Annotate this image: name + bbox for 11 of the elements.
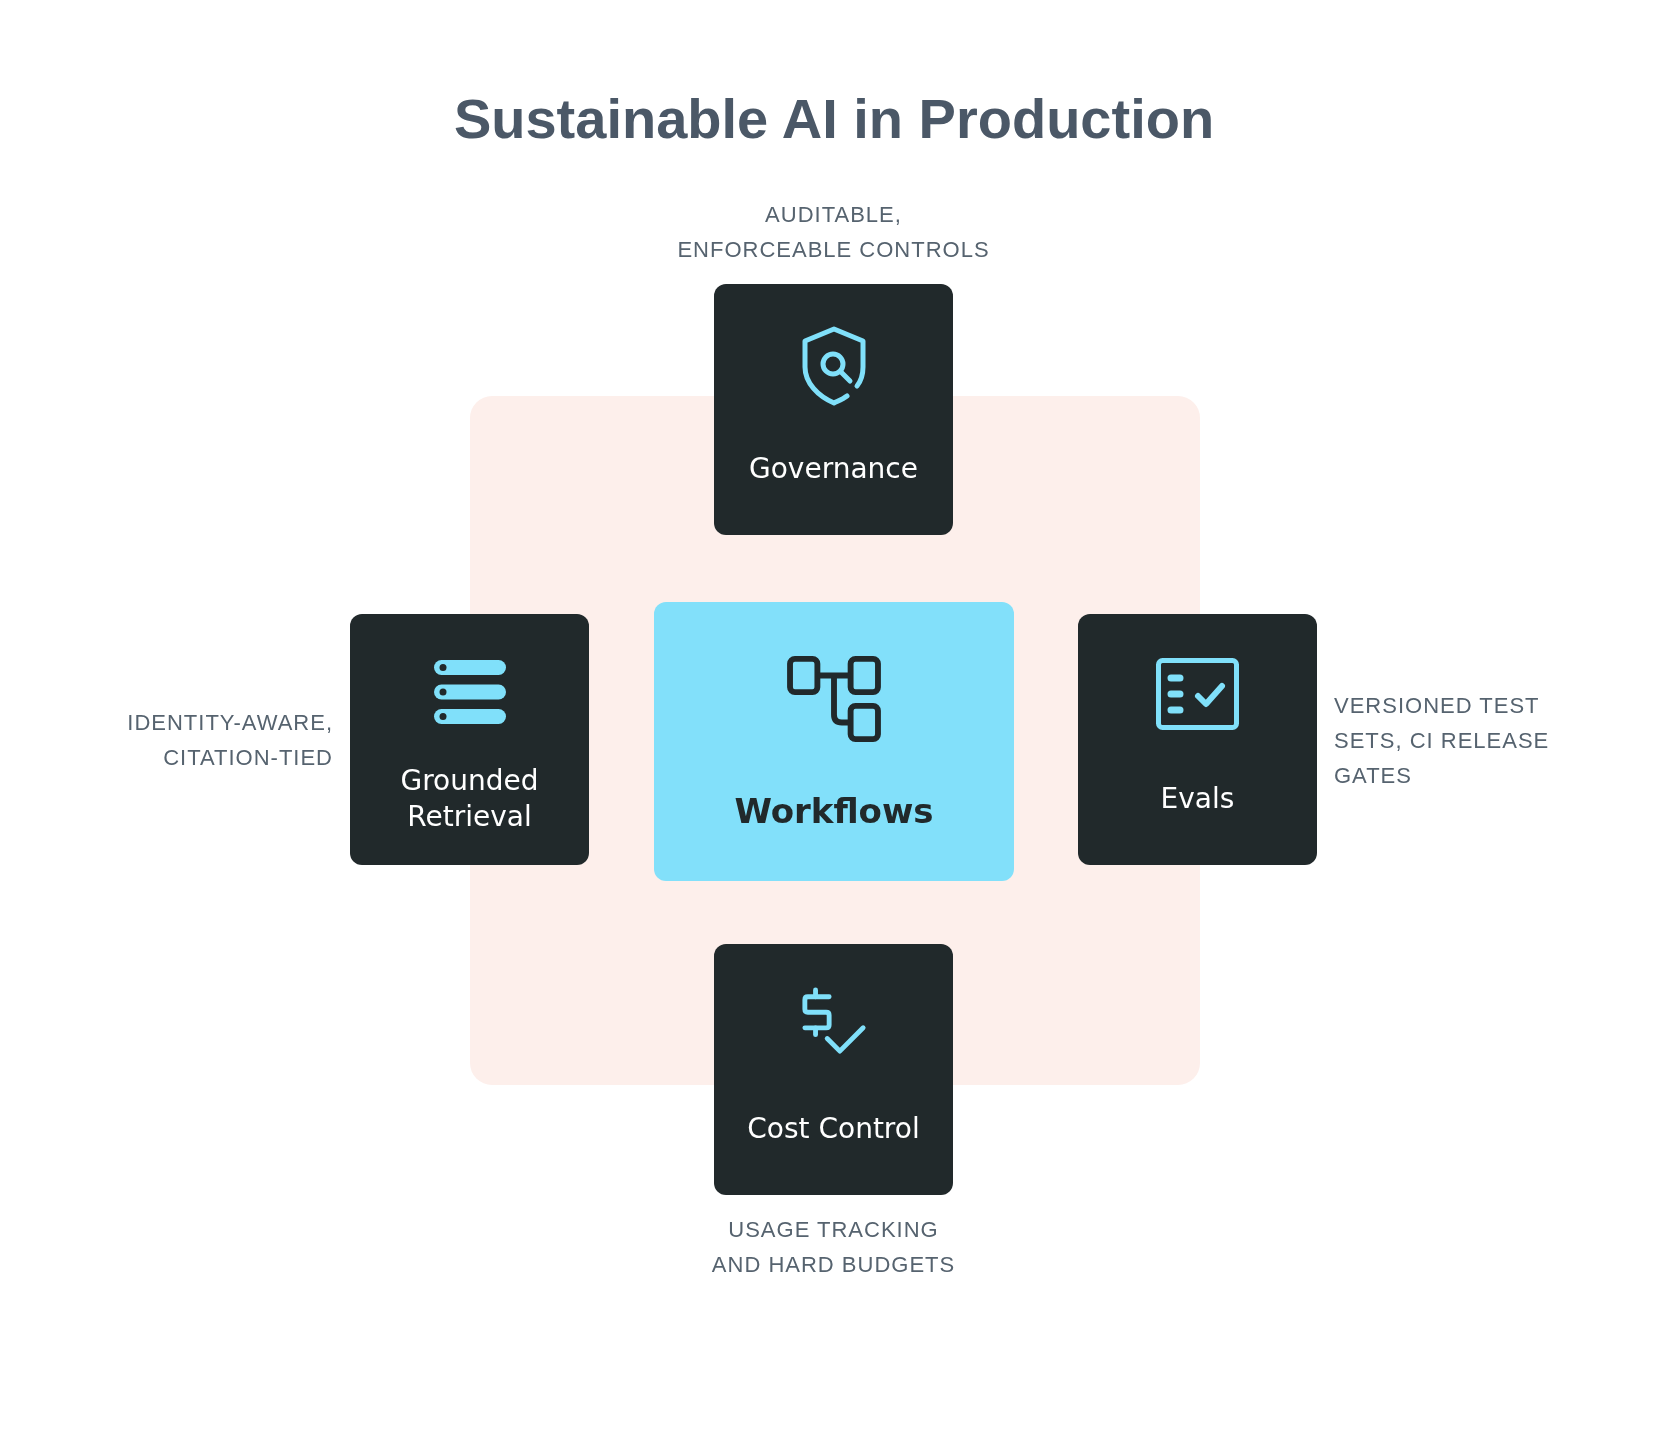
card-title: Governance (749, 451, 918, 487)
card-title: Evals (1160, 781, 1235, 817)
card-title: Grounded Retrieval (399, 763, 540, 835)
caption-text: USAGE TRACKING AND HARD BUDGETS (711, 1216, 956, 1279)
core-card (654, 602, 1014, 881)
caption-text: VERSIONED TEST SETS, CI RELEASE GATES (1334, 691, 1550, 789)
caption-text: IDENTITY-AWARE, CITATION-TIED (127, 708, 333, 772)
card-title: Cost Control (747, 1111, 920, 1147)
card-title: Workflows (734, 790, 934, 832)
diagram-title: Sustainable AI in Production (453, 86, 1215, 152)
caption-text: AUDITABLE, ENFORCEABLE CONTROLS (677, 201, 990, 264)
